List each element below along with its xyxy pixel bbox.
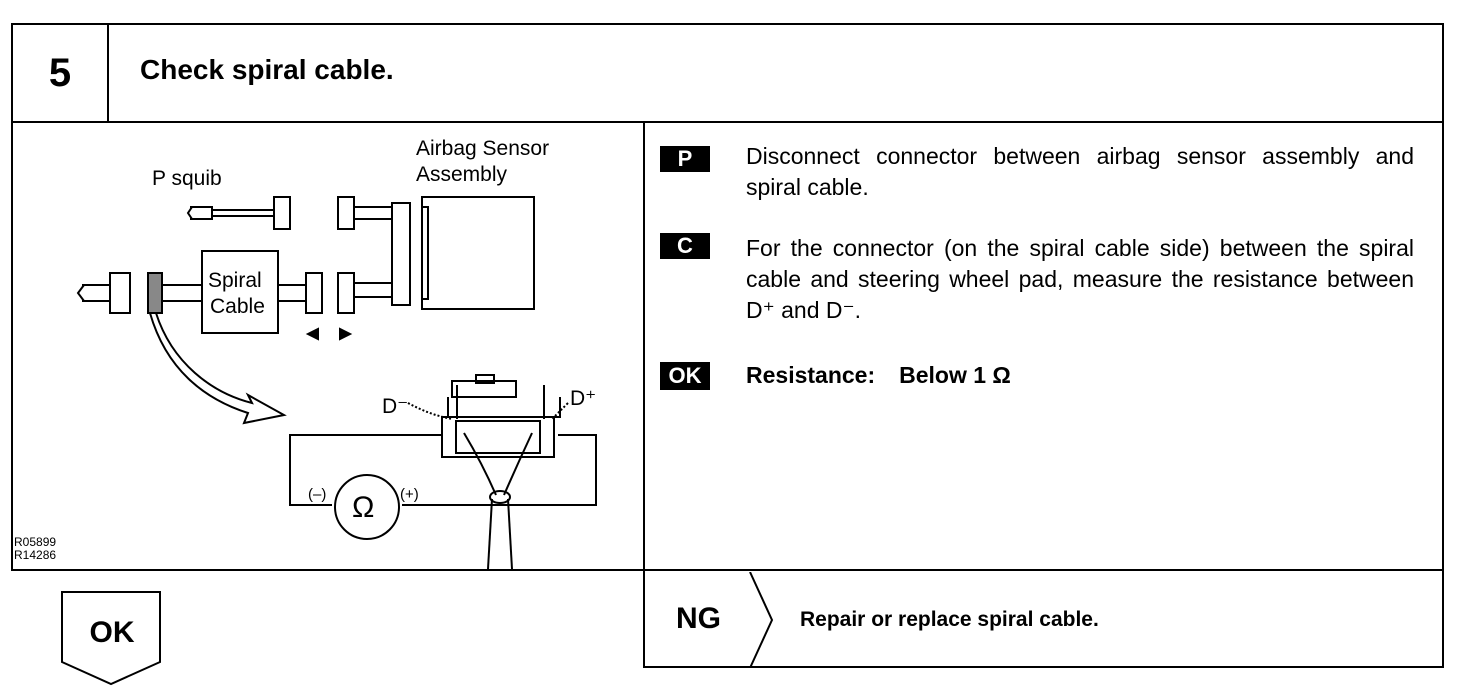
frame-right-border	[1442, 23, 1444, 571]
sensor-bus-bar	[391, 202, 411, 306]
figure-code-1: R05899	[14, 535, 57, 549]
resistance-spec: Resistance: Below 1 Ω	[746, 360, 1414, 391]
ohm-symbol: Ω	[352, 491, 375, 524]
left-connector	[76, 272, 131, 314]
frame-bottom-border	[12, 569, 1444, 571]
negative-terminal-label: (–)	[308, 486, 327, 503]
spiral-cable-diagram: P squib Airbag Sensor Assembly Spiral Ca…	[12, 123, 644, 570]
frame-left-border	[11, 23, 13, 571]
p-squib-connector	[186, 196, 291, 230]
spiral-cable-box	[201, 250, 279, 334]
spiral-label-line2: Cable	[210, 295, 265, 318]
hatched-connector	[147, 272, 163, 314]
pointer-arrow	[149, 312, 287, 425]
positive-terminal-label: (+)	[400, 486, 419, 503]
ok-result-label: OK	[89, 616, 135, 649]
airbag-sensor-assembly	[421, 196, 535, 310]
frame-top-border	[12, 23, 1444, 25]
d-plus-label: D⁺	[570, 387, 597, 410]
d-minus-label: D⁻	[382, 395, 409, 418]
ohmmeter-circuit	[289, 434, 597, 540]
sensor-connector-lower	[337, 272, 392, 314]
check-text: For the connector (on the spiral cable s…	[746, 235, 1414, 323]
spiral-cable-connector	[305, 272, 323, 314]
disconnect-arrows	[305, 327, 353, 341]
figure-code-2: R14286	[14, 548, 57, 562]
step-title: Check spiral cable.	[140, 54, 394, 85]
ng-result-label: NG	[676, 602, 721, 635]
step-number-divider	[107, 24, 109, 122]
ng-box-bottom-border	[644, 666, 1444, 668]
ok-result-box	[60, 590, 162, 688]
check-badge: C	[660, 233, 710, 259]
header-divider	[12, 121, 1444, 123]
ng-chevron	[748, 571, 778, 669]
ng-action-text: Repair or replace spiral cable.	[800, 608, 1099, 631]
test-leads	[463, 432, 533, 570]
spiral-label-line1: Spiral	[208, 269, 262, 292]
airbag-sensor-label-line1: Airbag Sensor	[416, 137, 550, 160]
procedure-text: Disconnect connector between airbag sens…	[746, 143, 1414, 200]
p-squib-label: P squib	[152, 167, 222, 190]
step-number: 5	[48, 50, 72, 95]
spec-value: Below 1 Ω	[899, 362, 1011, 388]
column-divider	[643, 122, 645, 668]
ng-box-right-border	[1442, 570, 1444, 668]
spec-label: Resistance:	[746, 362, 876, 388]
pad-connector-detail	[441, 374, 561, 458]
sensor-connector-upper	[337, 196, 392, 230]
airbag-sensor-label-line2: Assembly	[416, 163, 508, 186]
ok-spec-badge: OK	[660, 362, 710, 390]
procedure-badge: P	[660, 146, 710, 172]
